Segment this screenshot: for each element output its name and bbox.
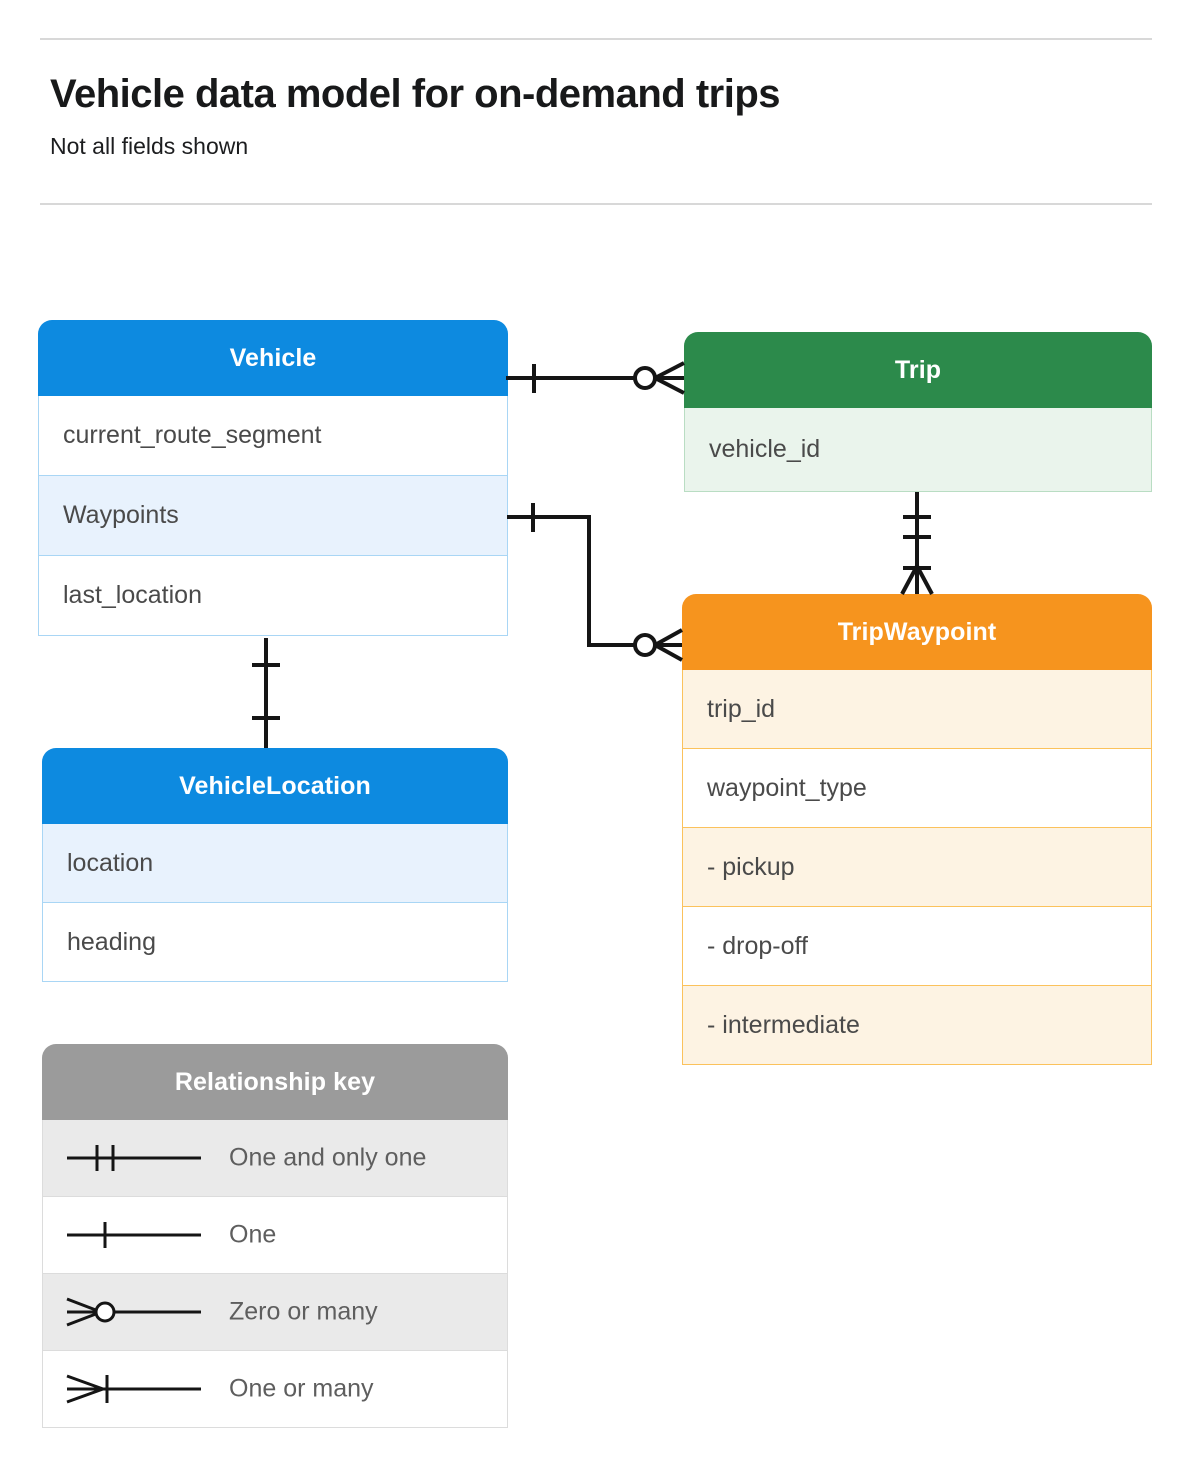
header-divider-top bbox=[40, 38, 1152, 40]
header-divider-bottom bbox=[40, 203, 1152, 205]
one-or-many-icon bbox=[61, 1369, 211, 1409]
legend-label-one-or-many: One or many bbox=[229, 1374, 374, 1403]
entity-trip-field-vehicle-id[interactable]: vehicle_id bbox=[684, 408, 1152, 492]
connector-vehicle-to-trip bbox=[506, 361, 685, 395]
legend-row-one: One bbox=[42, 1197, 508, 1274]
relationship-key-legend: Relationship key One and only one One bbox=[42, 1044, 508, 1428]
entity-vehicle-field-current-route-segment[interactable]: current_route_segment bbox=[38, 396, 508, 476]
zero-or-many-icon bbox=[61, 1292, 211, 1332]
one-icon bbox=[61, 1215, 211, 1255]
connector-waypoints-to-trip-waypoint bbox=[507, 503, 683, 662]
legend-label-one-and-only-one: One and only one bbox=[229, 1143, 427, 1172]
legend-label-one: One bbox=[229, 1220, 277, 1249]
one-and-only-one-icon bbox=[61, 1138, 211, 1178]
legend-title: Relationship key bbox=[42, 1044, 508, 1120]
entity-trip-waypoint-field-waypoint-type[interactable]: waypoint_type bbox=[682, 749, 1152, 828]
entity-trip-waypoint-option-pickup[interactable]: - pickup bbox=[682, 828, 1152, 907]
entity-trip-waypoint-field-trip-id[interactable]: trip_id bbox=[682, 670, 1152, 749]
entity-vehicle[interactable]: Vehicle current_route_segment Waypoints … bbox=[38, 320, 508, 636]
legend-row-zero-or-many: Zero or many bbox=[42, 1274, 508, 1351]
legend-row-one-or-many: One or many bbox=[42, 1351, 508, 1428]
entity-vehicle-location-field-location[interactable]: location bbox=[42, 824, 508, 903]
entity-trip-waypoint-option-drop-off[interactable]: - drop-off bbox=[682, 907, 1152, 986]
entity-trip[interactable]: Trip vehicle_id bbox=[684, 332, 1152, 492]
entity-trip-waypoint[interactable]: TripWaypoint trip_id waypoint_type - pic… bbox=[682, 594, 1152, 1065]
entity-trip-waypoint-option-intermediate[interactable]: - intermediate bbox=[682, 986, 1152, 1065]
legend-row-one-and-only-one: One and only one bbox=[42, 1120, 508, 1197]
entity-vehicle-field-waypoints[interactable]: Waypoints bbox=[38, 476, 508, 556]
entity-vehicle-location[interactable]: VehicleLocation location heading bbox=[42, 748, 508, 982]
page-subtitle: Not all fields shown bbox=[50, 133, 249, 159]
connector-vehicle-to-vehicle-location bbox=[252, 638, 280, 748]
entity-vehicle-field-last-location[interactable]: last_location bbox=[38, 556, 508, 636]
connector-trip-to-trip-waypoint bbox=[900, 492, 934, 595]
entity-vehicle-title: Vehicle bbox=[38, 320, 508, 396]
page-title: Vehicle data model for on-demand trips bbox=[50, 72, 781, 116]
entity-vehicle-location-field-heading[interactable]: heading bbox=[42, 903, 508, 982]
entity-trip-title: Trip bbox=[684, 332, 1152, 408]
legend-label-zero-or-many: Zero or many bbox=[229, 1297, 378, 1326]
entity-vehicle-location-title: VehicleLocation bbox=[42, 748, 508, 824]
entity-trip-waypoint-title: TripWaypoint bbox=[682, 594, 1152, 670]
